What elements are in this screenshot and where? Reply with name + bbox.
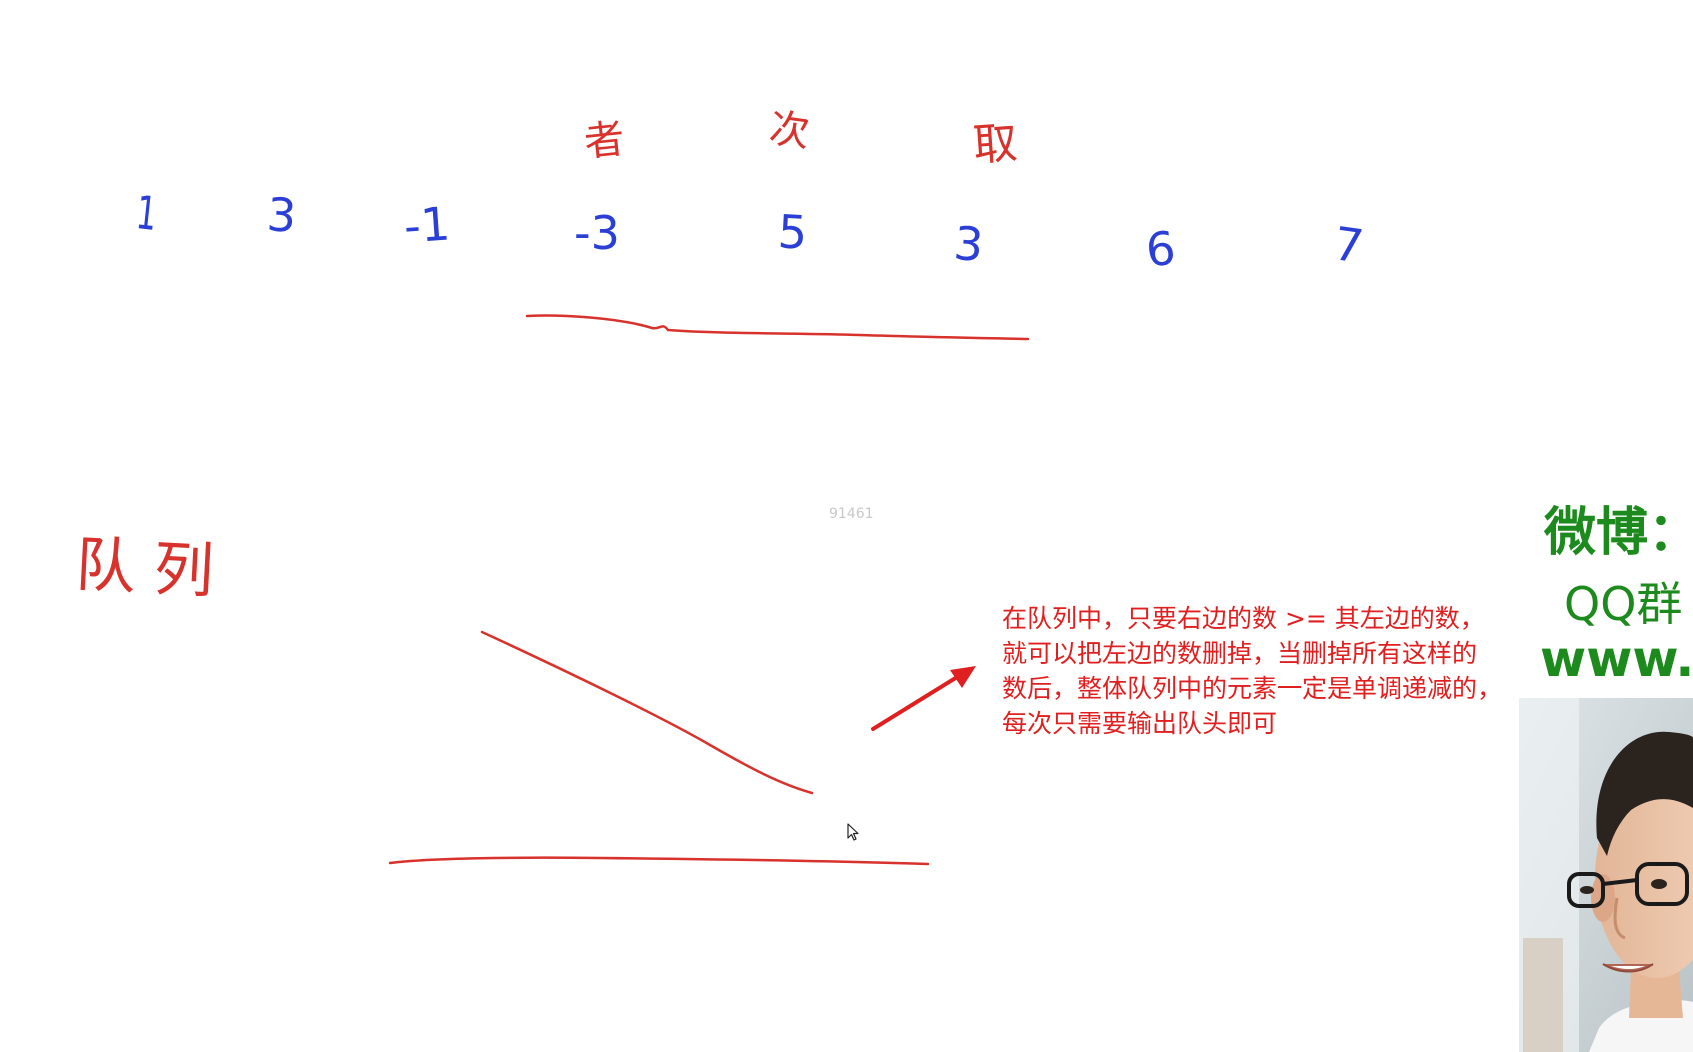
- note-line: 在队列中，只要右边的数 >= 其左边的数，: [1002, 604, 1485, 633]
- note-line: 数后，整体队列中的元素一定是单调递减的，: [1002, 674, 1503, 703]
- number-item: -1: [402, 196, 452, 254]
- queue-baseline: [388, 856, 930, 866]
- number-item: 3: [265, 187, 299, 243]
- note-line: 每次只需要输出队头即可: [1002, 709, 1278, 738]
- webcam-feed: [1519, 698, 1693, 1052]
- brand-weibo: 微博：: [1544, 503, 1693, 563]
- explanation-note: 在队列中，只要右边的数 >= 其左边的数， 就可以把左边的数删掉，当删掉所有这样…: [1002, 601, 1562, 741]
- monotonic-decreasing-line: [480, 630, 814, 795]
- brand-site: www.a: [1540, 630, 1693, 688]
- mouse-pointer-icon: [847, 823, 859, 841]
- window-mark: 次: [766, 105, 813, 157]
- number-item: -3: [574, 206, 620, 260]
- number-item: 6: [1143, 220, 1179, 278]
- red-arrow-icon: [871, 666, 976, 731]
- number-item: 5: [776, 204, 809, 260]
- window-underline: [525, 314, 1030, 341]
- queue-label: 队列: [73, 529, 234, 609]
- note-line: 就可以把左边的数删掉，当删掉所有这样的: [1002, 639, 1478, 668]
- watermark-text: 91461: [829, 506, 874, 522]
- window-mark: 取: [971, 117, 1020, 172]
- brand-overlay: 微博： QQ群 www.a: [1540, 490, 1693, 700]
- brand-qq: QQ群: [1564, 577, 1683, 631]
- number-item: 3: [951, 215, 986, 273]
- window-mark: 者: [582, 116, 627, 166]
